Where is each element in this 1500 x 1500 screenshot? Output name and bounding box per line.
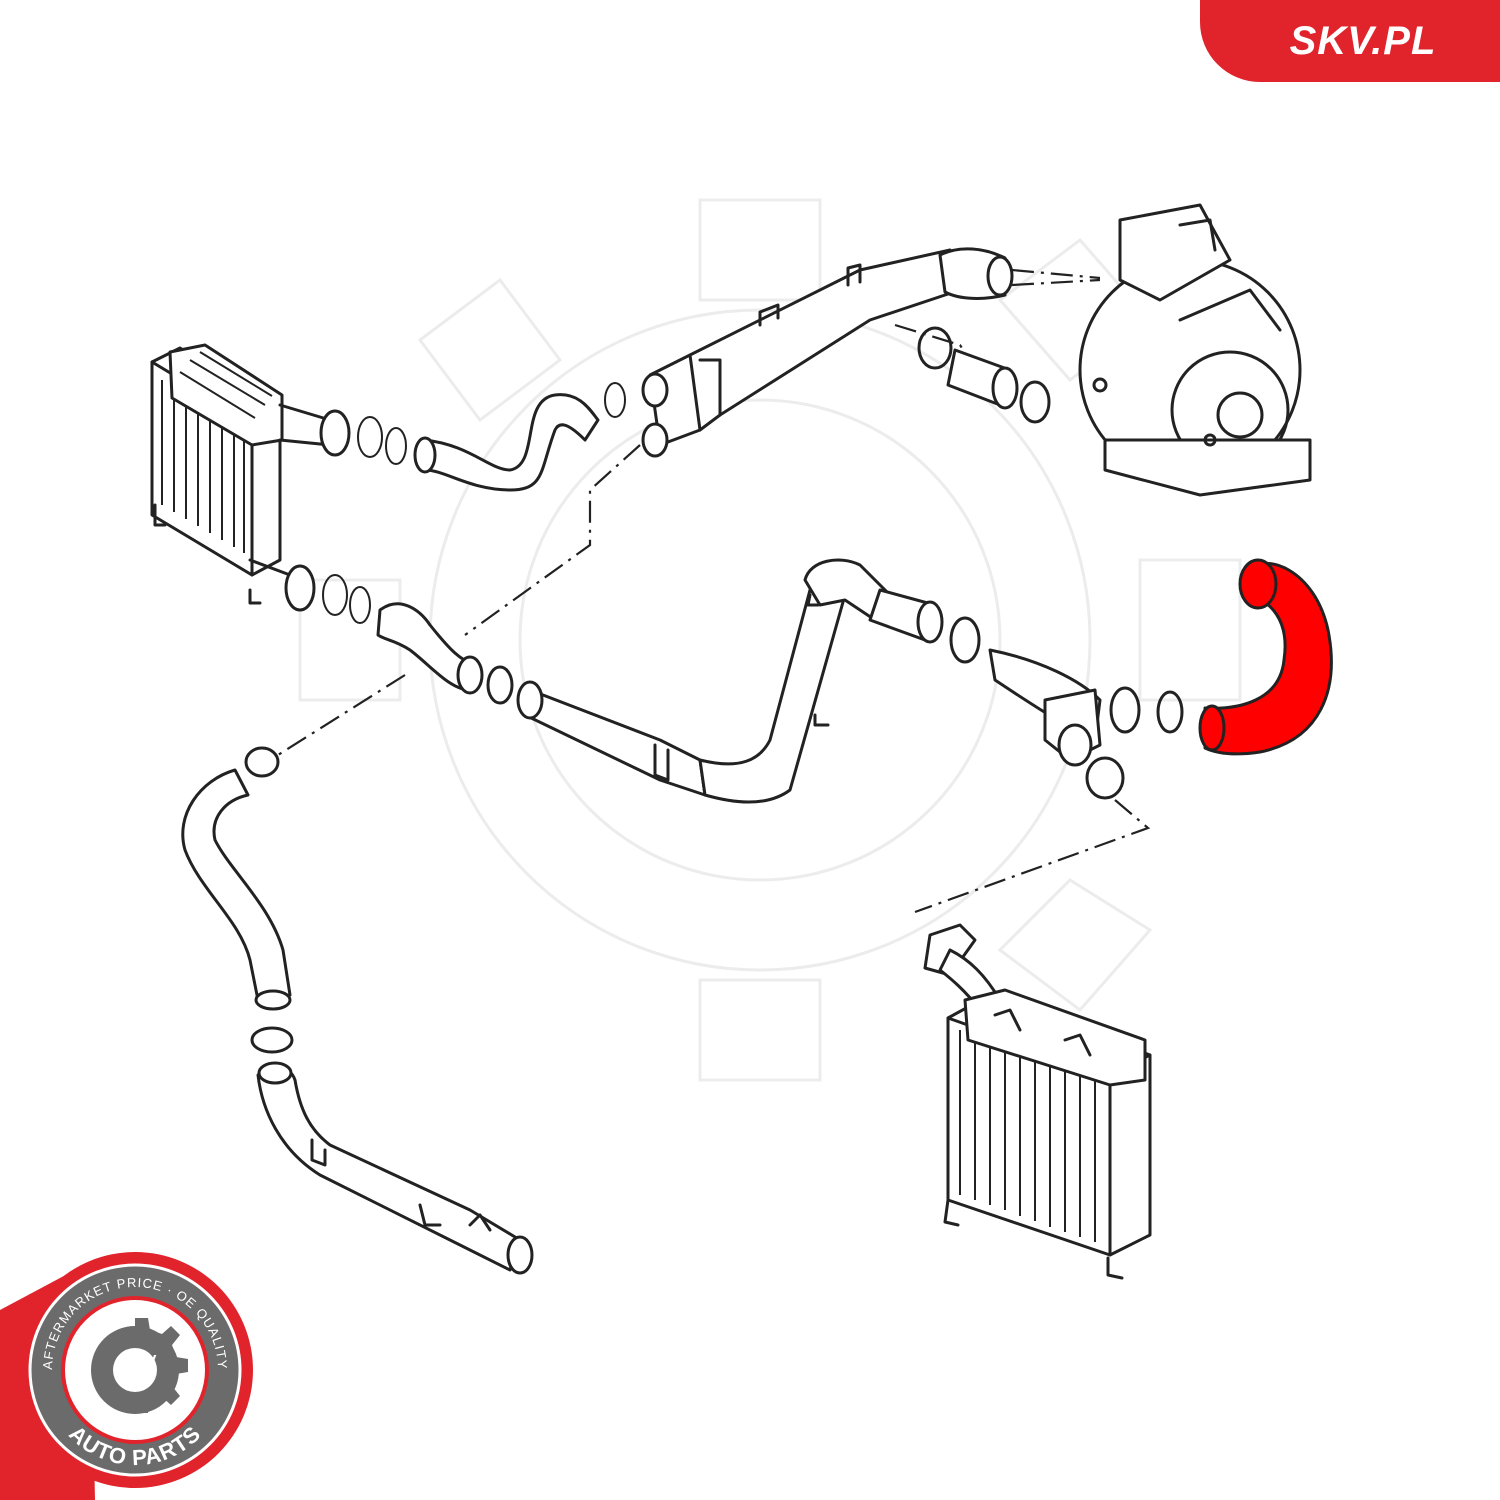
skv-auto-parts-badge: SKV AFTERMARKET PRICE · OE QUALITY AUTO … [0, 1252, 253, 1500]
connection-line [914, 799, 1151, 914]
connection-line [277, 674, 406, 756]
gear-watermark [298, 198, 1242, 1082]
intercooler-right [923, 923, 1152, 1280]
site-brand-tab: SKV.PL [1200, 0, 1500, 82]
turbocharger [1078, 203, 1312, 497]
turbo-inlet-sleeve [917, 326, 1051, 424]
connection-line [464, 444, 641, 636]
site-brand-label: SKV.PL [1289, 18, 1437, 63]
upper-pipe-assembly [278, 247, 1101, 492]
middle-pipe-assembly [248, 558, 1184, 804]
highlighted-charge-air-hose [1198, 558, 1333, 756]
intercooler-left [150, 343, 284, 605]
badge-center-label: SKV [124, 1353, 157, 1370]
lower-left-hose [181, 746, 534, 1275]
